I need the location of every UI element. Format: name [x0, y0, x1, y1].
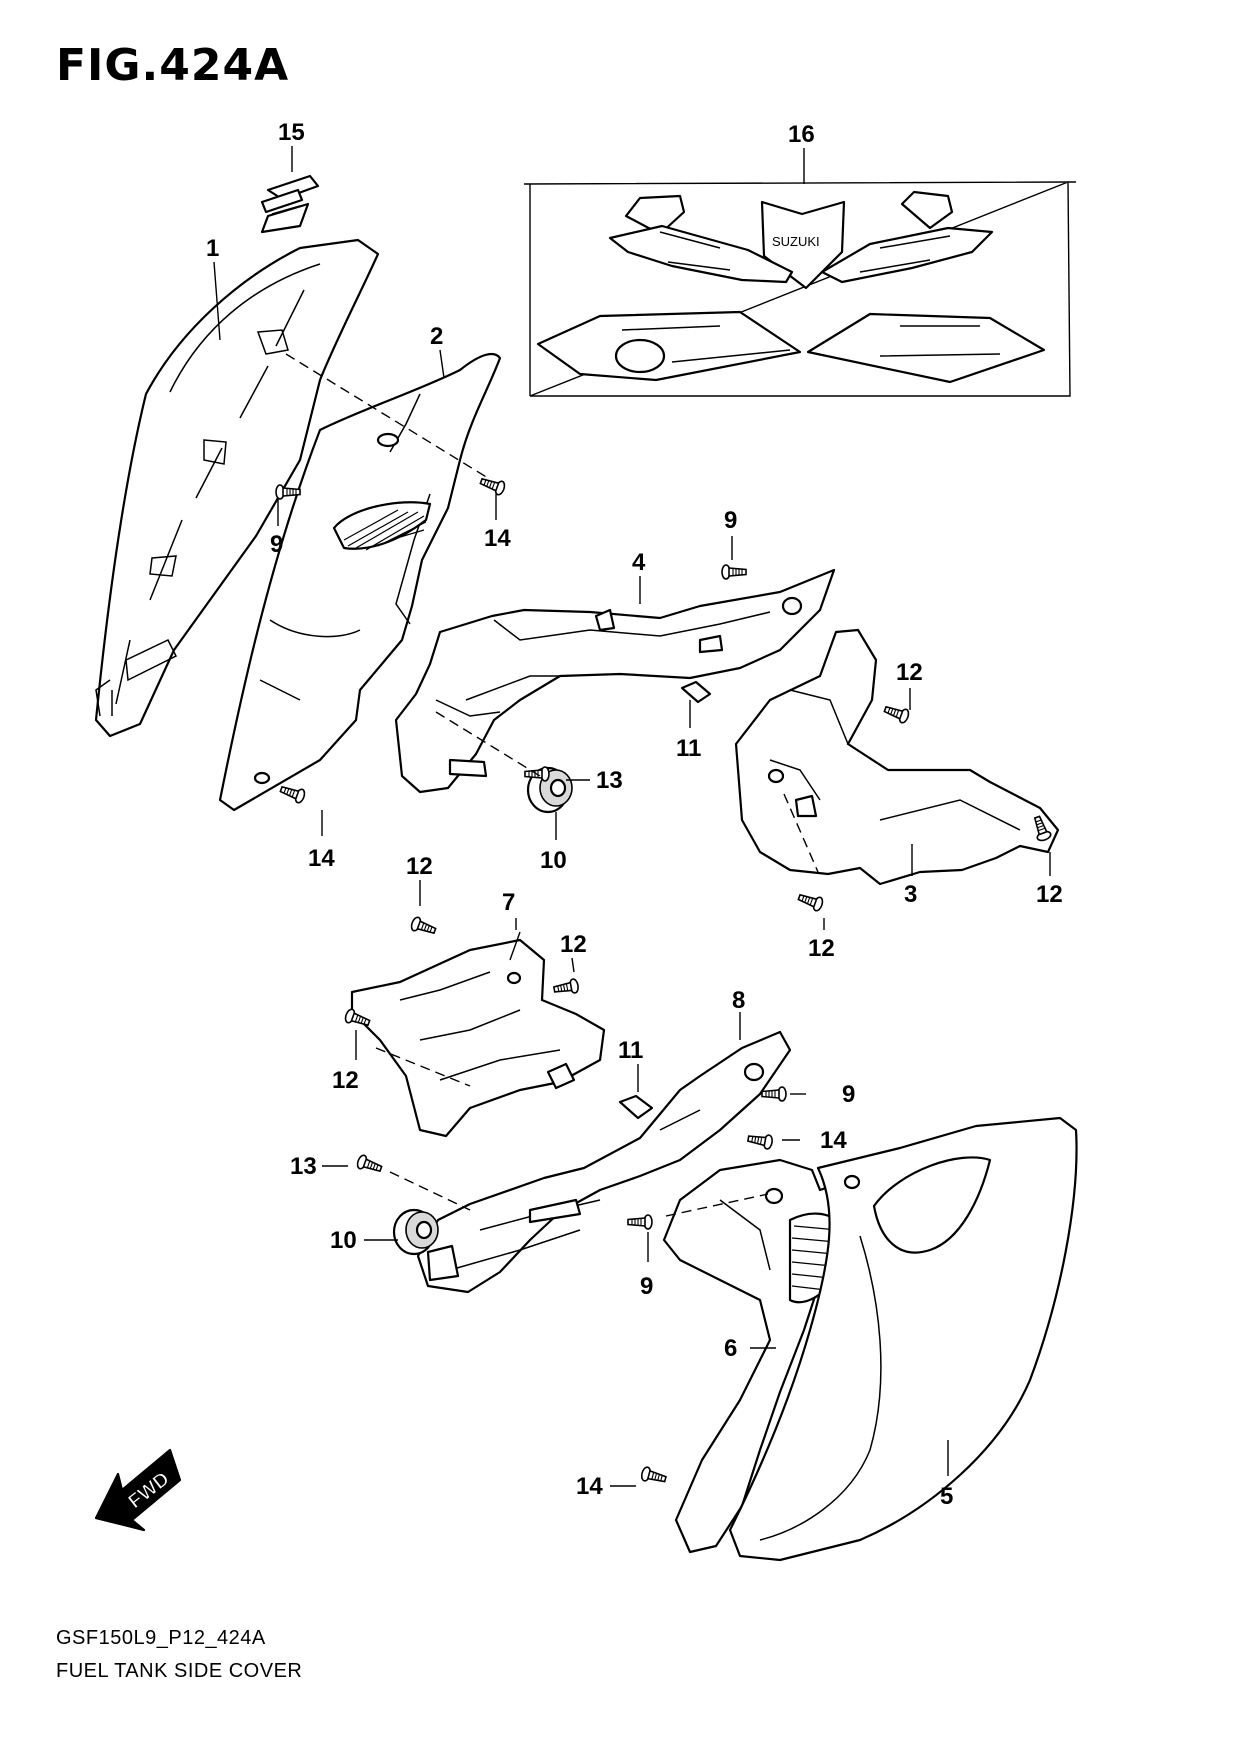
bracket-part-4 [394, 568, 836, 794]
callout-14b: 14 [308, 845, 335, 872]
grommet-10b [392, 1208, 439, 1256]
screw-13b [355, 1153, 384, 1177]
fwd-arrow-icon: FWD [94, 1448, 182, 1532]
callout-2: 2 [430, 323, 443, 350]
callout-16: 16 [788, 121, 815, 148]
screw-9c [761, 1086, 787, 1102]
callout-6: 6 [724, 1335, 737, 1362]
callout-1: 1 [206, 235, 219, 262]
decal-set-part-16: SUZUKI [523, 148, 1077, 397]
inner-cover-part-1 [94, 238, 380, 738]
screw-9b [721, 564, 747, 580]
callout-14d: 14 [576, 1473, 603, 1500]
screw-12e [552, 977, 580, 998]
callout-3: 3 [904, 881, 917, 908]
callout-12c: 12 [808, 935, 835, 962]
callout-9a: 9 [270, 531, 283, 558]
emblem-text: SUZUKI [772, 234, 820, 249]
callout-5: 5 [940, 1483, 953, 1510]
callout-15: 15 [278, 119, 305, 146]
callout-12b: 12 [1036, 881, 1063, 908]
callout-9c: 9 [842, 1081, 855, 1108]
screw-12a [882, 701, 911, 725]
clip-11b [618, 1094, 654, 1120]
callout-12e: 12 [560, 931, 587, 958]
callout-8: 8 [732, 987, 745, 1014]
figure-name: FUEL TANK SIDE COVER [56, 1660, 303, 1682]
callout-14c: 14 [820, 1127, 847, 1154]
callout-10b: 10 [330, 1227, 357, 1254]
rear-bracket-part-3 [734, 628, 1060, 886]
outer-cover-part-5 [728, 1116, 1078, 1562]
callout-4: 4 [632, 549, 646, 576]
model-code: GSF150L9_P12_424A [56, 1627, 266, 1649]
screw-14b [278, 781, 307, 805]
callout-7: 7 [502, 889, 515, 916]
screw-14a [478, 473, 507, 497]
callout-12f: 12 [332, 1067, 359, 1094]
figure-title: FIG.424A [56, 40, 290, 91]
screw-14d [639, 1465, 668, 1487]
screw-12d [409, 915, 438, 939]
callout-13b: 13 [290, 1153, 317, 1180]
callout-13a: 13 [596, 767, 623, 794]
callout-9b: 9 [724, 507, 737, 534]
callout-12a: 12 [896, 659, 923, 686]
screw-12c [796, 889, 825, 913]
clip-11a [680, 680, 712, 704]
screw-9d [627, 1214, 653, 1230]
lower-bracket-part-7 [350, 938, 606, 1138]
inner-panel-part-2 [218, 352, 502, 812]
callout-10a: 10 [540, 847, 567, 874]
callout-14a: 14 [484, 525, 511, 552]
callout-9d: 9 [640, 1273, 653, 1300]
screw-14c [746, 1130, 774, 1151]
callout-11b: 11 [618, 1037, 643, 1064]
callout-11a: 11 [676, 735, 701, 762]
callout-12d: 12 [406, 853, 433, 880]
lower-bracket-part-8 [416, 1030, 792, 1294]
leader-lines [213, 146, 1051, 1487]
emblem-part-15 [260, 174, 320, 234]
